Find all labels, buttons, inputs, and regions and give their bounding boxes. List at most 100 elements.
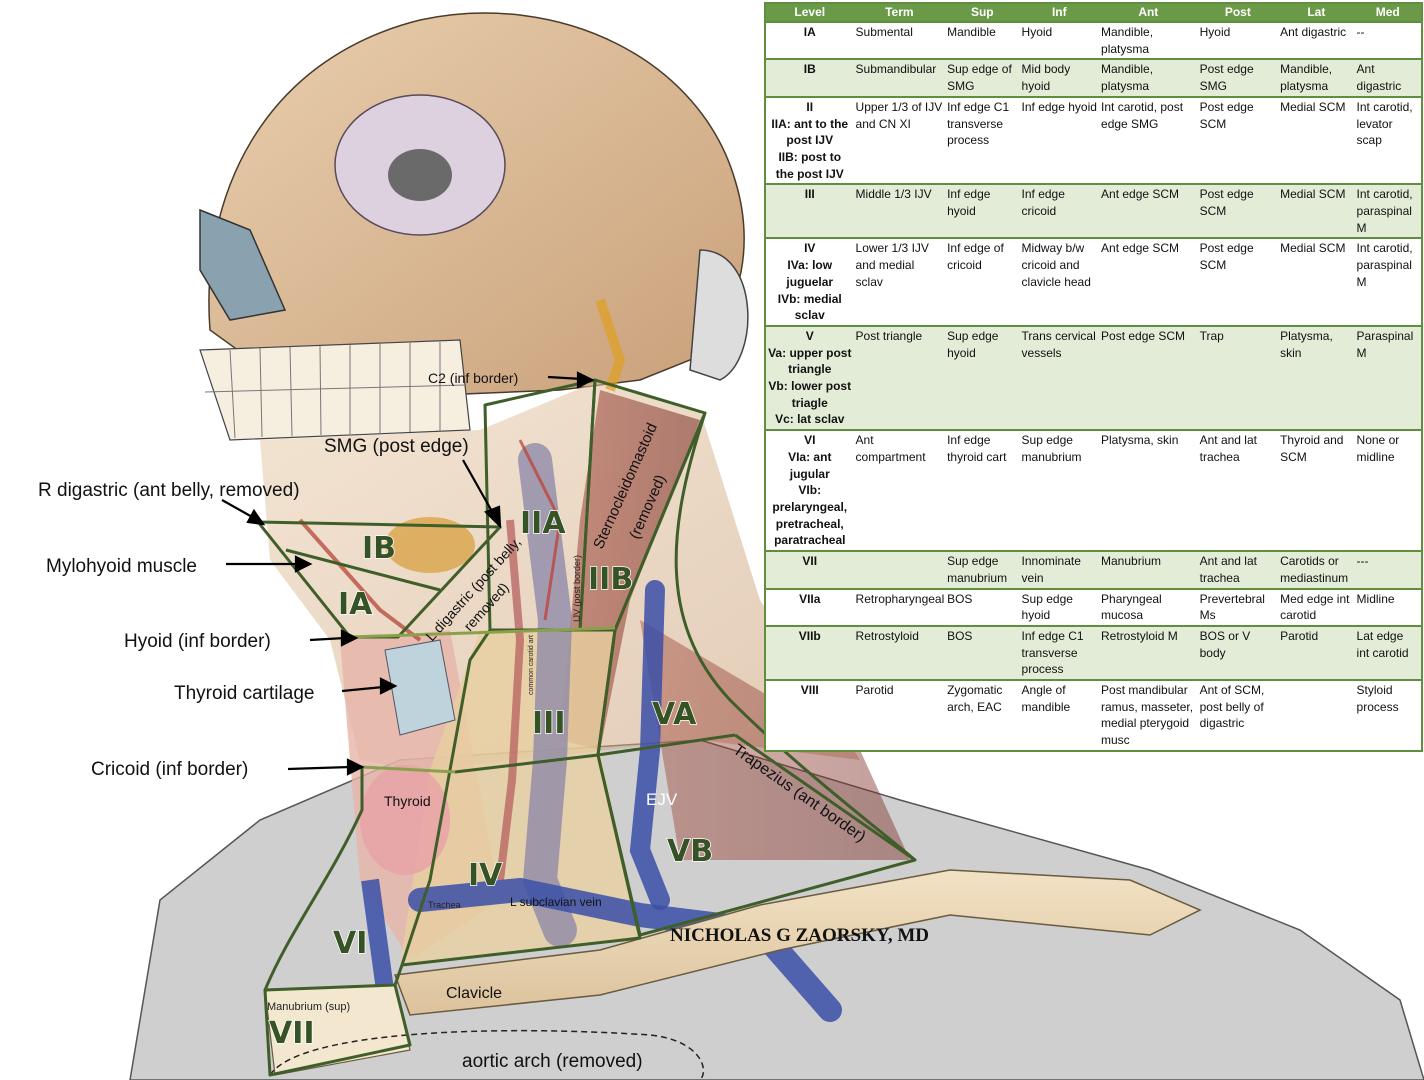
label-cricoid: Cricoid (inf border) (91, 759, 248, 780)
trapezius-line (734, 733, 916, 862)
table-cell: Ant digastric (1278, 20, 1355, 60)
table-cell: Post edge SMG (1197, 58, 1279, 97)
label-thyroid: Thyroid (384, 793, 431, 809)
table-cell-level: IB (766, 58, 854, 97)
table-cell: Int carotid, paraspinal M (1354, 237, 1421, 326)
table-cell: BOS (945, 624, 1020, 681)
table-cell: Ant and lat trachea (1197, 550, 1279, 589)
zone-V-outline (596, 411, 917, 937)
table-cell: Ant compartment (853, 429, 946, 552)
label-aortic-arch: aortic arch (removed) (462, 1051, 643, 1072)
table-cell: Lower 1/3 IJV and medial sclav (853, 237, 946, 326)
table-cell-level: VIIa (766, 587, 854, 626)
table-cell-level: VII (766, 550, 854, 589)
level-label-IIB: IIB (588, 562, 633, 597)
table-cell: Mandible (945, 20, 1020, 60)
table-cell: Sup edge hyoid (945, 324, 1020, 431)
table-cell: Submental (853, 20, 946, 60)
level-label-III: III (532, 706, 566, 741)
table-cell: Medial SCM (1278, 237, 1355, 326)
level-label-VII: VII (269, 1016, 315, 1051)
table-cell: Angle of mandible (1019, 679, 1100, 750)
label-c2: C2 (inf border) (428, 370, 518, 386)
table-cell: Trans cervical vessels (1019, 324, 1100, 431)
table-cell: Post mandibular ramus, masseter, medial … (1099, 679, 1198, 750)
zone-VII-outline (263, 984, 412, 1077)
table-cell: Inf edge hyoid (1019, 95, 1100, 185)
table-cell: Hyoid (1019, 20, 1100, 60)
label-hyoid: Hyoid (inf border) (124, 631, 271, 652)
table-cell: Prevertebral Ms (1197, 587, 1279, 626)
level-label-VB: VB (667, 834, 713, 869)
table-cell: Inf edge C1 transverse process (945, 95, 1020, 185)
column-header-lat: Lat (1278, 4, 1355, 22)
table-cell: Mandible, platysma (1278, 58, 1355, 97)
table-cell-level: VIIb (766, 624, 854, 681)
table-cell: Ant and lat trachea (1197, 429, 1279, 552)
label-common-carotid: common carotid art (528, 635, 535, 695)
table-cell-level: III (766, 183, 854, 239)
level-label-VA: VA (652, 697, 697, 732)
label-smg: SMG (post edge) (324, 436, 469, 457)
table-cell: Lat edge int carotid (1354, 624, 1421, 681)
table-cell-level: IA (766, 20, 854, 60)
pointer-arrows (221, 371, 595, 776)
table-cell: Mandible, platysma (1099, 20, 1198, 60)
table-cell: Middle 1/3 IJV (853, 183, 946, 239)
zone-IB-IA-outline (256, 520, 502, 639)
label-trachea: Trachea (428, 900, 461, 910)
table-cell: Retrostyloid M (1099, 624, 1198, 681)
label-clavicle: Clavicle (446, 985, 502, 1002)
table-cell: Mandible, platysma (1099, 58, 1198, 97)
table-cell: Inf edge of cricoid (945, 237, 1020, 326)
table-cell (1278, 679, 1355, 750)
level-label-IV: IV (468, 858, 503, 893)
table-cell: Hyoid (1197, 20, 1279, 60)
table-cell: Submandibular (853, 58, 946, 97)
level-label-IIA: IIA (520, 506, 566, 541)
table-cell: Inf edge hyoid (945, 183, 1020, 239)
table-cell: Ant of SCM, post belly of digastric (1197, 679, 1279, 750)
table-cell: BOS (945, 587, 1020, 626)
table-cell: Platysma, skin (1278, 324, 1355, 431)
cricoid-line (361, 765, 456, 774)
table-cell: Midline (1354, 587, 1421, 626)
level-zone-outlines (256, 378, 917, 1077)
level-label-VI: VI (333, 926, 367, 961)
label-manubrium: Manubrium (sup) (267, 1001, 350, 1013)
table-cell: Pharyngeal mucosa (1099, 587, 1198, 626)
table-cell: -- (1354, 20, 1421, 60)
table-cell: Post edge SCM (1099, 324, 1198, 431)
table-cell: Post triangle (853, 324, 946, 431)
level-label-IB: IB (362, 531, 396, 566)
table-cell: Inf edge thyroid cart (945, 429, 1020, 552)
author-credit: NICHOLAS G ZAORSKY, MD (670, 925, 929, 946)
zone-VA-VB-divider (597, 733, 736, 757)
table-cell: Trap (1197, 324, 1279, 431)
table-cell: Sup edge manubrium (1019, 429, 1100, 552)
table-cell: --- (1354, 550, 1421, 589)
table-cell: Inf edge C1 transverse process (1019, 624, 1100, 681)
table-cell: Inf edge cricoid (1019, 183, 1100, 239)
level-label-IA: IA (338, 587, 373, 622)
column-header-level: Level (766, 4, 854, 22)
level-labels: IB IA IIA IIB III VA IV VB VI VII (268, 505, 714, 1052)
table-cell: Retropharyngeal (853, 587, 946, 626)
table-cell: Parotid (853, 679, 946, 750)
